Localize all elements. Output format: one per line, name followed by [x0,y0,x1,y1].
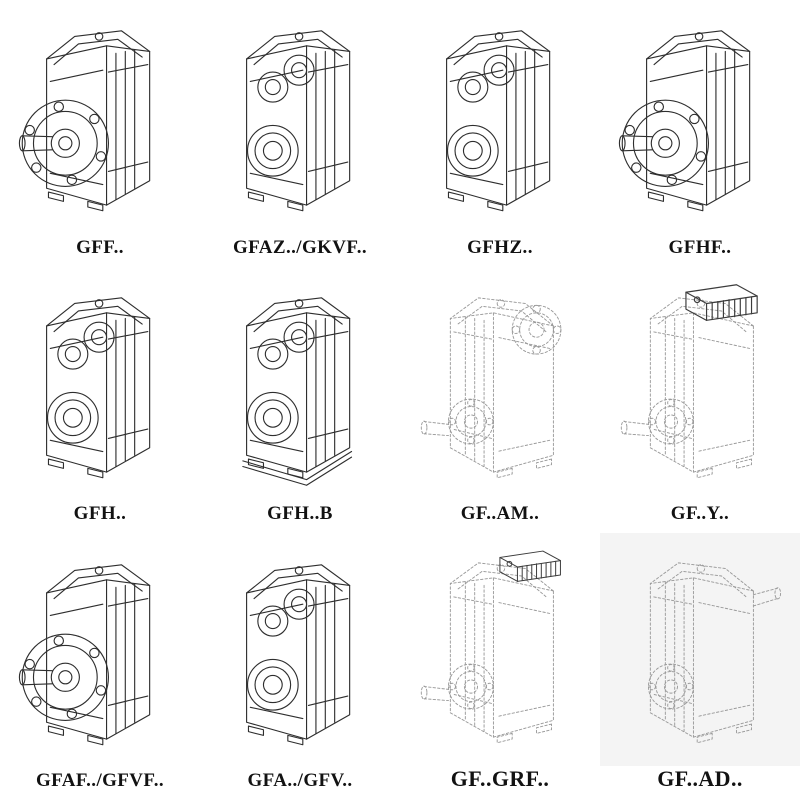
gearbox-label: GFAF../GFVF.. [35,769,164,791]
gearbox-label: GFHF.. [668,236,732,258]
gearbox-flange-diagram [18,563,151,745]
drawing-area [400,267,600,504]
drawing-area [400,0,600,237]
gearbox-cell-gfa-gfv: GFA../GFV.. [200,533,400,800]
drawing-area [600,0,800,237]
motor-icon [685,284,758,321]
drawing-area [0,533,200,770]
gearbox-label: GF..AD.. [657,765,743,791]
gearbox-cell-gf-am: GF..AM.. [400,267,600,534]
gearbox-cell-gfh-b: GFH..B [200,267,400,534]
gearbox-label: GFA../GFV.. [247,769,353,791]
drawing-area [200,267,400,504]
gearbox-label: GFAZ../GKVF.. [233,236,367,258]
gearbox-bores-diagram [446,30,551,212]
gearbox-label: GFHZ.. [467,236,533,258]
drawing-area [200,0,400,237]
drawing-area [0,0,200,237]
gearbox-baseplate-diagram [242,297,353,486]
drawing-area [0,267,200,504]
gearbox-cell-gfaz-gkvf: GFAZ../GKVF.. [200,0,400,267]
gearbox-cell-gfaf-gfvf: GFAF../GFVF.. [0,533,200,800]
drawing-area [600,533,800,766]
gearbox-label: GF..GRF.. [450,765,550,791]
gearbox-flange-diagram [18,30,151,212]
gearbox-cell-gfhf: GFHF.. [600,0,800,267]
drawing-area [600,267,800,504]
gearbox-cell-gfh: GFH.. [0,267,200,534]
gearbox-cell-gff: GFF.. [0,0,200,267]
gearbox-flange-diagram [618,30,751,212]
gearbox-bores-diagram [46,297,151,479]
gearmotor-diagram [620,284,758,479]
drawing-area [400,533,600,766]
gearbox-label: GFH..B [267,503,333,525]
gearbox-adapter-box-diagram [420,550,561,743]
gearbox-cell-gfhz: GFHZ.. [400,0,600,267]
gearbox-cell-gf-grf: GF..GRF.. [400,533,600,800]
gearbox-cell-gf-y: GF..Y.. [600,267,800,534]
gearbox-shaft-input-diagram [647,562,782,743]
gearbox-label: GFF.. [76,236,124,258]
gearbox-cell-gf-ad: GF..AD.. [600,533,800,800]
gearbox-bores-diagram [246,30,351,212]
gearbox-adapter-flange-diagram [420,297,562,479]
adapter-box-icon [499,550,561,582]
drawing-area [200,533,400,770]
gearbox-label: GFH.. [73,503,127,525]
gearbox-label: GF..AM.. [460,503,540,525]
gearbox-label: GF..Y.. [670,503,730,525]
gearbox-bores-diagram [246,563,351,745]
